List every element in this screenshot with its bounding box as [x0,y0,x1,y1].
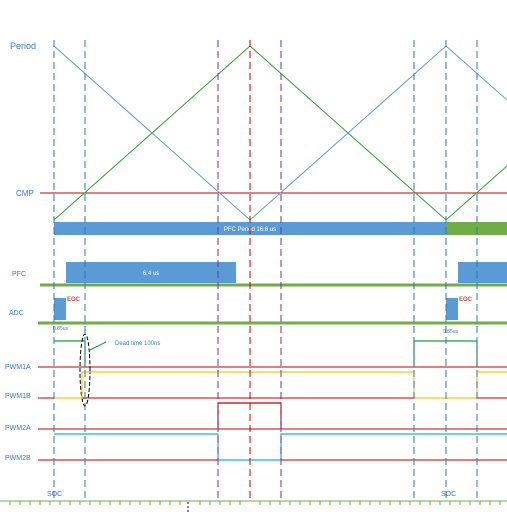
label-cmp: CMP [16,189,34,198]
pfc-time-text: 6.4 us [143,271,159,277]
label-pwm1a: PWM1A [5,364,31,371]
dead-time-text: Dead time 100ns [115,341,160,347]
carrier-up-down [53,45,507,221]
label-pwm1b: PWM1B [5,393,31,400]
label-period: Period [10,41,36,51]
soc-right-text: SOC [441,491,456,498]
adc-conversion-left [54,298,66,320]
pfc-active-bar-next [458,262,507,283]
adc-time-left-text: 0.85us [53,326,69,332]
label-pwm2b: PWM2B [5,455,31,462]
adc-conversion-right [446,298,458,320]
bottom-ruler-ticks [9,501,501,505]
eoc-left-text: EOC [67,297,81,303]
eoc-right-text: EOC [459,297,473,303]
label-adc: ADC [9,310,24,317]
label-pwm2a: PWM2A [5,425,31,432]
pfc-active-bar [66,262,236,283]
label-pfc: PFC [12,271,26,278]
adc-time-right-text: 0.85us [443,329,459,335]
dead-time-arrow [89,341,107,351]
soc-left-text: SOC [47,491,62,498]
